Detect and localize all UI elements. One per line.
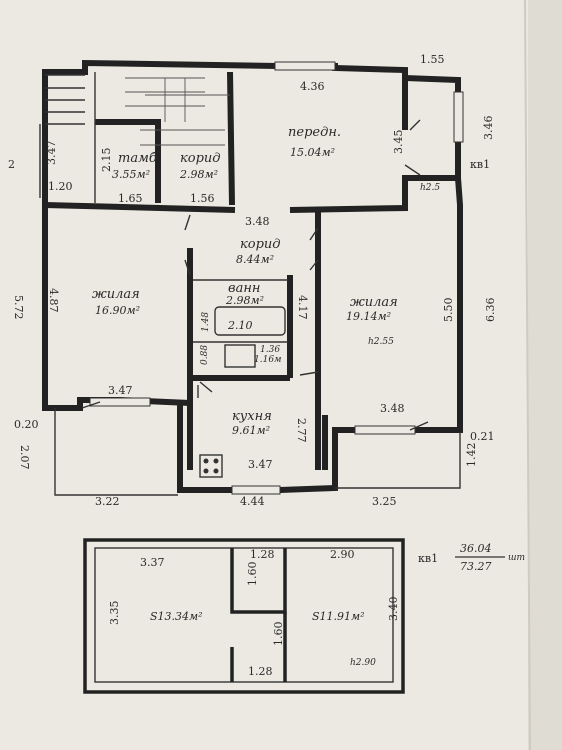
dim-tambour-vert: 2.15 bbox=[100, 148, 113, 173]
dim-attic-mid-vert2: 1.60 bbox=[272, 622, 285, 647]
area-numerator: 36.04 bbox=[460, 542, 492, 555]
attic-outer-wall bbox=[83, 538, 405, 694]
dim-hall-right: 3.45 bbox=[392, 130, 405, 155]
attic-partition-upper bbox=[230, 548, 287, 614]
fixture-bathtub: 2.10 bbox=[227, 319, 253, 332]
dim-corridor2-w: 3.48 bbox=[245, 215, 270, 228]
room-corridor1-name: корид bbox=[180, 151, 221, 166]
bathtub bbox=[214, 306, 286, 336]
dim-corridor2-vert: 4.17 bbox=[296, 295, 309, 320]
main-floor-plan bbox=[39, 59, 464, 496]
room-attic-left-area: S13.34м² bbox=[150, 610, 203, 623]
dim-left-porch: 2.07 bbox=[18, 445, 31, 470]
room-height-living: h2.55 bbox=[368, 337, 394, 347]
dim-attic-right-vert: 3.40 bbox=[387, 597, 400, 622]
apartment-label-bottom: кв1 bbox=[418, 552, 438, 565]
dim-attic-mid-vert1: 1.60 bbox=[246, 562, 259, 587]
room-corridor2-area: 8.44м² bbox=[236, 253, 274, 266]
window-right bbox=[453, 91, 464, 143]
room-living-right-name: жилая bbox=[350, 295, 398, 310]
dim-right-porch: 1.42 bbox=[465, 443, 478, 468]
paper-fold-line bbox=[524, 0, 531, 750]
porch-left bbox=[54, 408, 178, 496]
room-bath-area: 2.98м² bbox=[225, 294, 264, 307]
window-kitchen bbox=[231, 485, 281, 495]
stove bbox=[199, 454, 223, 478]
dim-bath-vert: 1.48 bbox=[201, 312, 211, 332]
dim-right-small: 0.21 bbox=[470, 430, 495, 443]
door-marks bbox=[81, 119, 429, 431]
dim-attic-left-vert: 3.35 bbox=[108, 601, 121, 626]
wc-fixture bbox=[224, 344, 256, 368]
attic-floor-plan: 3.37 1.28 2.90 3.35 1.60 1.60 3.40 1.28 … bbox=[83, 538, 405, 694]
window-left-living bbox=[89, 397, 151, 407]
attic-inner-wall bbox=[94, 547, 394, 683]
dim-kitchen-w: 3.47 bbox=[248, 458, 273, 471]
fixture-wc-width: 1.36 bbox=[260, 345, 280, 355]
dim-left-small: 0.20 bbox=[14, 418, 39, 431]
dim-attic-top-right: 2.90 bbox=[330, 548, 355, 561]
dim-bottom-mid: 4.44 bbox=[240, 495, 265, 508]
room-bath-name: ванн bbox=[228, 281, 260, 296]
main-plan-labels: 2 4.36 1.55 3.46 3.45 кв1 h2.5 3.47 1.20… bbox=[8, 53, 497, 508]
room-hall-area: 15.04м² bbox=[290, 146, 335, 159]
dim-living-left-h: 4.87 bbox=[47, 288, 60, 313]
room-tambour-name: тамб bbox=[118, 151, 157, 166]
room-kitchen-area: 9.61м² bbox=[232, 424, 270, 437]
dim-bottom-left: 3.22 bbox=[95, 495, 120, 508]
wall-tambour bbox=[95, 119, 161, 203]
apartment-label-top: кв1 bbox=[470, 158, 490, 171]
dim-attic-bottom-mid: 1.28 bbox=[248, 665, 273, 678]
dim-attic-top-mid: 1.28 bbox=[250, 548, 275, 561]
dim-living-left-w: 3.47 bbox=[108, 384, 133, 397]
dim-left-width-top: 1.20 bbox=[48, 180, 73, 193]
dim-right-vert: 3.46 bbox=[482, 116, 495, 141]
entrance-stairs bbox=[39, 74, 85, 198]
room-living-left-name: жилая bbox=[92, 287, 140, 302]
window-right-living bbox=[354, 425, 416, 435]
dim-tambour-w: 1.65 bbox=[118, 192, 143, 205]
dim-top-right: 1.55 bbox=[420, 53, 445, 66]
room-height-attic: h2.90 bbox=[350, 658, 376, 668]
dim-attic-top-left: 3.37 bbox=[140, 556, 165, 569]
interior-stair bbox=[125, 77, 230, 146]
dim-living-right-h: 5.50 bbox=[442, 298, 455, 323]
room-living-left-area: 16.90м² bbox=[95, 304, 140, 317]
porch-right bbox=[335, 432, 461, 489]
wall-corridor-hall bbox=[227, 71, 235, 206]
room-living-right-area: 19.14м² bbox=[346, 310, 391, 323]
room-height-main: h2.5 bbox=[420, 183, 440, 193]
outer-wall-right bbox=[428, 177, 463, 433]
area-unit: шт bbox=[508, 553, 525, 563]
paper-edge-shadow bbox=[528, 0, 562, 750]
dim-living-right-w: 3.48 bbox=[380, 402, 405, 415]
room-kitchen-name: кухня bbox=[232, 409, 272, 424]
area-summary: кв1 36.04 73.27 шт bbox=[418, 542, 525, 573]
fixture-wc: 1.16м bbox=[254, 355, 282, 365]
area-denominator: 73.27 bbox=[460, 560, 492, 573]
dim-bottom-right: 3.25 bbox=[372, 495, 397, 508]
dim-wc-vert: 0.88 bbox=[200, 345, 210, 365]
dim-left-top: 3.47 bbox=[45, 141, 58, 166]
wall-hall-bottom bbox=[289, 175, 458, 213]
window-top bbox=[274, 61, 336, 71]
dim-kitchen-vert: 2.77 bbox=[295, 418, 308, 443]
room-hall-name: передн. bbox=[288, 125, 341, 140]
room-corridor1-area: 2.98м² bbox=[179, 168, 218, 181]
dim-left-outer: 5.72 bbox=[12, 295, 25, 320]
side-number: 2 bbox=[8, 158, 15, 171]
room-attic-right-area: S11.91м² bbox=[312, 610, 365, 623]
dim-top-hall: 4.36 bbox=[300, 80, 325, 93]
dim-corridor-w: 1.56 bbox=[190, 192, 215, 205]
room-tambour-area: 3.55м² bbox=[112, 168, 150, 181]
room-corridor2-name: корид bbox=[240, 237, 281, 252]
dim-outer-right: 6.36 bbox=[484, 298, 497, 323]
wall-upper-horizontal bbox=[44, 202, 236, 213]
